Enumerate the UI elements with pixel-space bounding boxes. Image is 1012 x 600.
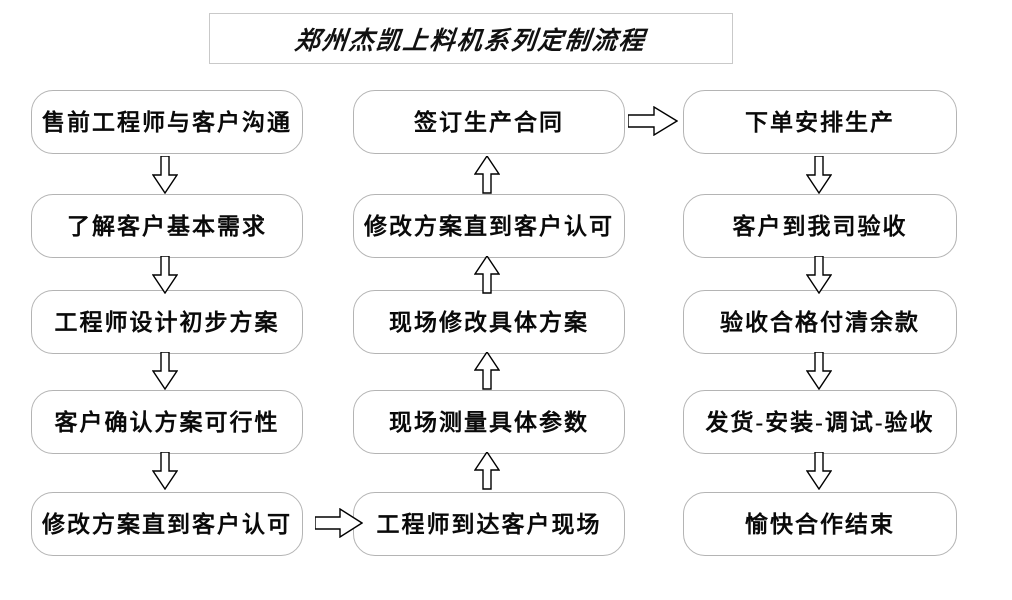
chart-title-text: 郑州杰凯上料机系列定制流程 xyxy=(293,27,648,55)
node-left-3[interactable]: 工程师设计初步方案 xyxy=(31,290,303,354)
node-middle-2[interactable]: 修改方案直到客户认可 xyxy=(353,194,625,258)
node-right-3-label: 验收合格付清余款 xyxy=(720,309,920,335)
chart-title-box: 郑州杰凯上料机系列定制流程 xyxy=(209,13,733,64)
right-arrow-icon xyxy=(628,106,678,136)
node-left-4[interactable]: 客户确认方案可行性 xyxy=(31,390,303,454)
node-middle-3-label: 现场修改具体方案 xyxy=(389,309,589,335)
node-left-5[interactable]: 修改方案直到客户认可 xyxy=(31,492,303,556)
node-right-4[interactable]: 发货-安装-调试-验收 xyxy=(683,390,957,454)
node-middle-4-label: 现场测量具体参数 xyxy=(389,409,589,435)
node-right-1[interactable]: 下单安排生产 xyxy=(683,90,957,154)
node-left-2-label: 了解客户基本需求 xyxy=(67,213,267,239)
down-arrow-icon xyxy=(806,156,832,194)
node-left-1-label: 售前工程师与客户沟通 xyxy=(42,109,292,135)
down-arrow-icon xyxy=(152,352,178,390)
down-arrow-icon xyxy=(806,256,832,294)
node-middle-1-label: 签订生产合同 xyxy=(414,109,564,135)
up-arrow-icon xyxy=(474,352,500,390)
up-arrow-icon xyxy=(474,452,500,490)
right-arrow-icon xyxy=(315,508,363,538)
node-left-3-label: 工程师设计初步方案 xyxy=(54,309,280,335)
down-arrow-icon xyxy=(152,156,178,194)
node-middle-5[interactable]: 工程师到达客户现场 xyxy=(353,492,625,556)
node-right-3[interactable]: 验收合格付清余款 xyxy=(683,290,957,354)
down-arrow-icon xyxy=(152,452,178,490)
node-right-2[interactable]: 客户到我司验收 xyxy=(683,194,957,258)
up-arrow-icon xyxy=(474,256,500,294)
node-middle-5-label: 工程师到达客户现场 xyxy=(376,511,602,537)
down-arrow-icon xyxy=(806,352,832,390)
node-left-2[interactable]: 了解客户基本需求 xyxy=(31,194,303,258)
node-right-2-label: 客户到我司验收 xyxy=(732,213,908,239)
node-middle-2-label: 修改方案直到客户认可 xyxy=(364,213,614,239)
node-right-5-label: 愉快合作结束 xyxy=(745,511,895,537)
node-middle-4[interactable]: 现场测量具体参数 xyxy=(353,390,625,454)
node-middle-3[interactable]: 现场修改具体方案 xyxy=(353,290,625,354)
down-arrow-icon xyxy=(152,256,178,294)
down-arrow-icon xyxy=(806,452,832,490)
node-left-5-label: 修改方案直到客户认可 xyxy=(42,511,292,537)
node-right-4-label: 发货-安装-调试-验收 xyxy=(705,409,935,435)
up-arrow-icon xyxy=(474,156,500,194)
node-right-5[interactable]: 愉快合作结束 xyxy=(683,492,957,556)
node-left-1[interactable]: 售前工程师与客户沟通 xyxy=(31,90,303,154)
node-right-1-label: 下单安排生产 xyxy=(745,109,895,135)
node-middle-1[interactable]: 签订生产合同 xyxy=(353,90,625,154)
node-left-4-label: 客户确认方案可行性 xyxy=(54,409,280,435)
